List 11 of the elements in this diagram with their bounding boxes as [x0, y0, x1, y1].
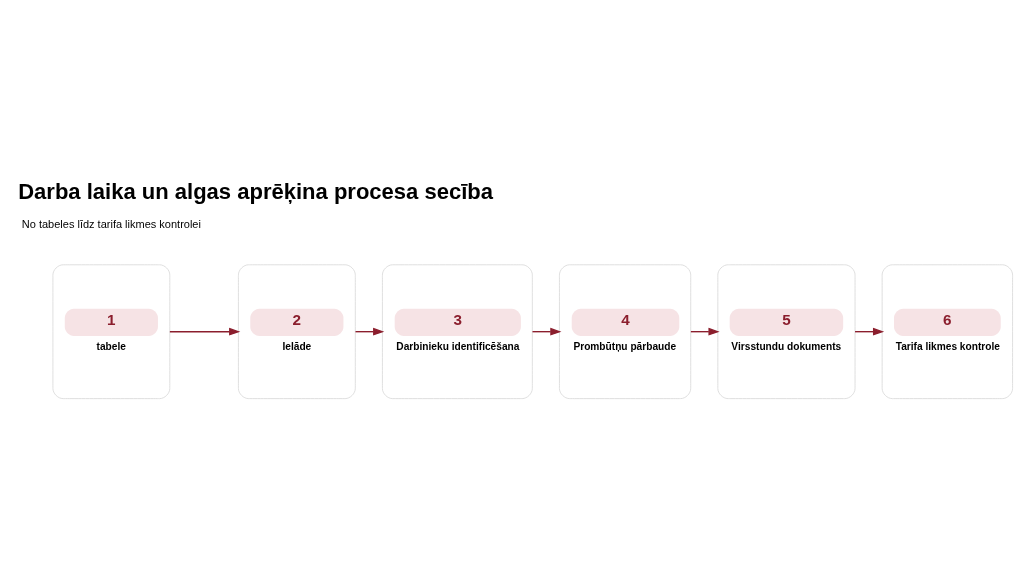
arrow [854, 327, 885, 336]
node-box: 1 tabele [52, 263, 171, 399]
label: No tabeles līdz tarifa likmes kontrolei [21, 217, 201, 230]
arrow [531, 327, 562, 336]
node-box: 4 Prombūtņu pārbaude [559, 263, 692, 399]
diagram-title: Darba laika un algas aprēķina procesa secība [18, 178, 493, 204]
node-box: 6 Tarifa likmes kontrole [881, 263, 1013, 399]
node-box: 5 Virsstundu dokuments [717, 263, 856, 399]
node-box: 2 Ielāde [238, 263, 356, 399]
node-box: 3 Darbinieku identificēšana [382, 263, 533, 399]
arrow [169, 327, 241, 336]
